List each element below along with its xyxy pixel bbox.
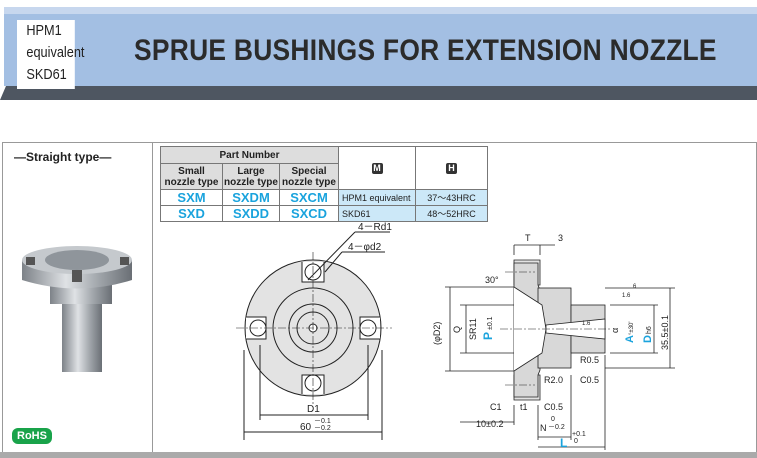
material-box: HPM1 equivalent SKD61	[17, 20, 85, 89]
roughness-label: 6	[633, 284, 637, 290]
Q-label: Q	[452, 326, 462, 333]
part-code: SXM	[160, 189, 223, 206]
part-code: SXDD	[222, 205, 280, 222]
product-photo	[22, 246, 132, 372]
N-tol-upper: 0	[551, 416, 555, 423]
N-tol-lower: －0.2	[548, 424, 565, 431]
material-cell: HPM1 equivalent	[338, 189, 416, 206]
material-icon: M	[371, 162, 383, 174]
C1-label: C1	[490, 402, 502, 412]
page-title: SPRUE BUSHINGS FOR EXTENSION NOZZLE	[134, 34, 717, 67]
A-label: A	[624, 335, 636, 343]
header-band	[4, 14, 757, 86]
alpha-label: α	[610, 328, 620, 333]
table-row: SXD SXDD SXCD SKD61 48～52HRC	[160, 205, 488, 222]
table-row: SXM SXDM SXCM HPM1 equivalent 37～43HRC	[160, 189, 488, 206]
header-top-strip	[4, 7, 757, 16]
dim-3: 3	[558, 233, 563, 243]
R0.5-label: R0.5	[580, 355, 599, 365]
angle-30: 30°	[485, 275, 499, 285]
part-code: SXD	[160, 205, 223, 222]
L-tol-lower: 0	[574, 438, 578, 445]
dim-35-5: 35.5±0.1	[660, 315, 670, 350]
C0.5-label: C0.5	[580, 375, 599, 385]
tol-60-upper: －0.1	[314, 418, 331, 425]
type-label: —Straight type—	[14, 150, 112, 164]
bottom-bar	[0, 452, 757, 458]
SR11-label: SR11	[468, 318, 478, 340]
N-label: N	[540, 423, 547, 433]
front-view-drawing: 4－Rd1 4－φd2 D1 60 －0.1 －0.2	[236, 222, 392, 440]
part-code: SXDM	[222, 189, 280, 206]
L-tol-upper: +0.1	[572, 431, 586, 438]
A-tol: °±30'	[629, 321, 635, 335]
product-image-column: —Straight type— RoHS	[2, 142, 153, 454]
roughness-label: 1.6	[582, 321, 591, 327]
hardness-icon: H	[446, 162, 457, 174]
part-code: SXCM	[279, 189, 339, 206]
phiD2-label: (φD2)	[432, 322, 442, 345]
dim-60: 60	[300, 422, 312, 433]
P-label: P	[481, 332, 495, 340]
rohs-badge: RoHS	[12, 428, 52, 444]
D-label: D	[642, 335, 654, 343]
L-label: L	[560, 436, 567, 450]
material-line: SKD61	[26, 66, 67, 83]
C0.5-label: C0.5	[544, 402, 563, 412]
rd1-label: 4－Rd1	[358, 222, 392, 233]
roughness-label: 1.6	[622, 293, 631, 299]
dim-10: 10±0.2	[476, 419, 503, 429]
part-number-header: Part Number	[160, 146, 339, 164]
material-line: equivalent	[26, 44, 85, 61]
hardness-cell: 37～43HRC	[415, 189, 488, 206]
material-line: HPM1	[26, 22, 62, 39]
side-view-drawing: T 3 30° (φD2) Q SR11 P ±0.1 α A °±30' D …	[432, 233, 675, 450]
d2-label: 4－φd2	[348, 242, 382, 253]
D1-label: D1	[307, 404, 320, 415]
R2.0-label: R2.0	[544, 375, 563, 385]
T-label: T	[525, 233, 531, 243]
material-cell: SKD61	[338, 205, 416, 222]
t1-label: t1	[520, 402, 528, 412]
tol-60-lower: －0.2	[314, 425, 331, 432]
P-tol: ±0.1	[487, 316, 494, 330]
header-underline	[0, 86, 757, 100]
hardness-cell: 48～52HRC	[415, 205, 488, 222]
D-tol: h6	[646, 326, 653, 334]
